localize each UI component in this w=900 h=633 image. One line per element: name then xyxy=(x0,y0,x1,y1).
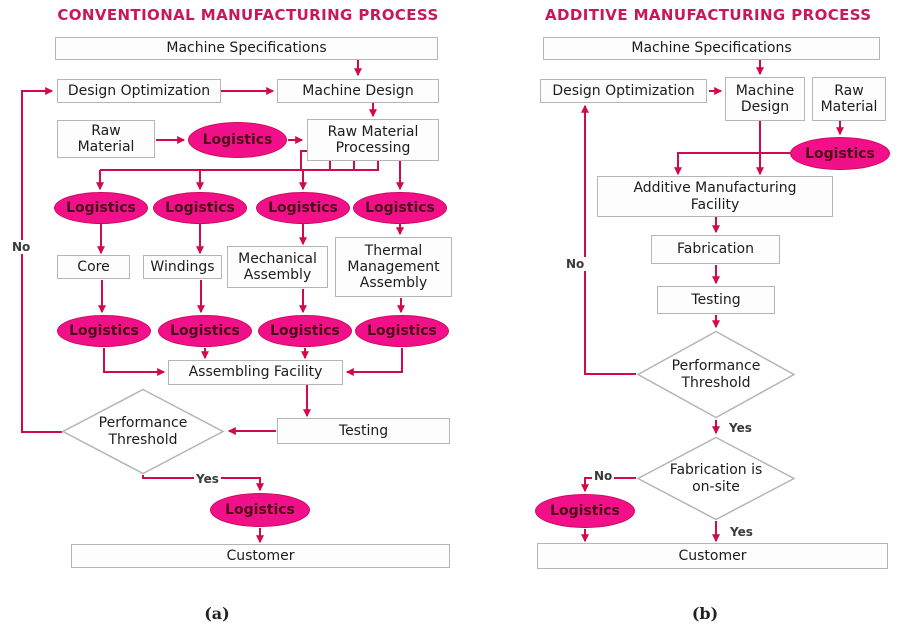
node-label: Mechanical Assembly xyxy=(238,250,317,283)
node-customer-b: Customer xyxy=(537,543,888,569)
node-customer-a: Customer xyxy=(71,544,450,568)
node-logistics-branch4-a: Logistics xyxy=(353,192,447,224)
node-logistics-offsite-b: Logistics xyxy=(535,494,635,528)
caption-b: (b) xyxy=(691,604,719,623)
node-label: Machine Specifications xyxy=(166,40,327,57)
node-logistics-branch3-a: Logistics xyxy=(256,192,350,224)
node-performance-threshold-b: Performance Threshold xyxy=(636,330,796,419)
node-additive-manufacturing-facility-b: Additive Manufacturing Facility xyxy=(597,176,833,217)
node-label: Design Optimization xyxy=(67,82,211,99)
node-fabrication-on-site-b: Fabrication is on-site xyxy=(636,436,796,521)
node-label: Performance Threshold xyxy=(98,415,188,448)
node-label: Performance Threshold xyxy=(671,358,761,391)
node-raw-material-processing-a: Raw Material Processing xyxy=(307,119,439,161)
edge-label-no-threshold-b: No xyxy=(564,257,587,271)
node-logistics-delivery-a: Logistics xyxy=(210,493,310,527)
node-logistics-branch1-a: Logistics xyxy=(54,192,148,224)
node-raw-material-a: Raw Material xyxy=(57,120,155,158)
node-machine-specifications-b: Machine Specifications xyxy=(543,37,880,60)
node-label: Fabrication xyxy=(677,241,754,258)
node-label: Machine Design xyxy=(302,82,414,99)
node-label: Raw Material xyxy=(820,82,878,115)
node-assembling-facility-a: Assembling Facility xyxy=(168,360,343,385)
node-testing-b: Testing xyxy=(657,286,775,314)
edge-label-no-a: No xyxy=(10,240,33,254)
node-label: Raw Material Processing xyxy=(327,123,419,156)
node-logistics-out4-a: Logistics xyxy=(355,315,449,347)
node-label: Windings xyxy=(150,258,215,275)
node-label: Assembling Facility xyxy=(188,364,323,381)
node-label: Machine Design xyxy=(735,82,795,115)
node-machine-specifications-a: Machine Specifications xyxy=(55,37,438,60)
node-label: Design Optimization xyxy=(552,82,695,99)
node-logistics-inbound-a: Logistics xyxy=(188,122,287,158)
node-design-optimization-b: Design Optimization xyxy=(540,79,707,103)
node-label: Additive Manufacturing Facility xyxy=(633,180,797,213)
node-label: Core xyxy=(77,258,110,275)
node-design-optimization-a: Design Optimization xyxy=(57,79,221,103)
node-testing-a: Testing xyxy=(277,418,450,444)
node-label: Fabrication is on-site xyxy=(669,462,763,495)
edge-label-yes-a: Yes xyxy=(194,472,221,486)
edge-label-no-onsite-b: No xyxy=(592,469,615,483)
node-label: Testing xyxy=(691,291,741,308)
node-fabrication-b: Fabrication xyxy=(651,235,780,264)
node-logistics-out1-a: Logistics xyxy=(57,315,151,347)
edge-label-yes-threshold-b: Yes xyxy=(727,421,754,435)
node-windings-a: Windings xyxy=(143,255,222,279)
node-thermal-management-assembly-a: Thermal Management Assembly xyxy=(335,237,452,297)
node-logistics-out3-a: Logistics xyxy=(258,315,352,347)
node-label: Customer xyxy=(678,547,747,564)
caption-a: (a) xyxy=(204,604,230,623)
node-machine-design-b: Machine Design xyxy=(725,77,805,121)
node-performance-threshold-a: Performance Threshold xyxy=(61,388,225,475)
node-label: Machine Specifications xyxy=(631,40,792,57)
node-label: Customer xyxy=(226,547,295,564)
node-mechanical-assembly-a: Mechanical Assembly xyxy=(227,246,328,288)
panel-b-title: ADDITIVE MANUFACTURING PROCESS xyxy=(545,6,872,24)
node-machine-design-a: Machine Design xyxy=(277,79,439,103)
node-logistics-branch2-a: Logistics xyxy=(153,192,247,224)
edge-label-yes-onsite-b: Yes xyxy=(728,525,755,539)
node-core-a: Core xyxy=(57,255,130,279)
node-logistics-out2-a: Logistics xyxy=(158,315,252,347)
node-label: Testing xyxy=(338,422,389,439)
node-label: Raw Material xyxy=(77,122,135,155)
panel-a-title: CONVENTIONAL MANUFACTURING PROCESS xyxy=(57,6,439,24)
node-logistics-inbound-b: Logistics xyxy=(790,137,890,170)
node-raw-material-b: Raw Material xyxy=(812,77,886,121)
node-label: Thermal Management Assembly xyxy=(347,242,440,292)
